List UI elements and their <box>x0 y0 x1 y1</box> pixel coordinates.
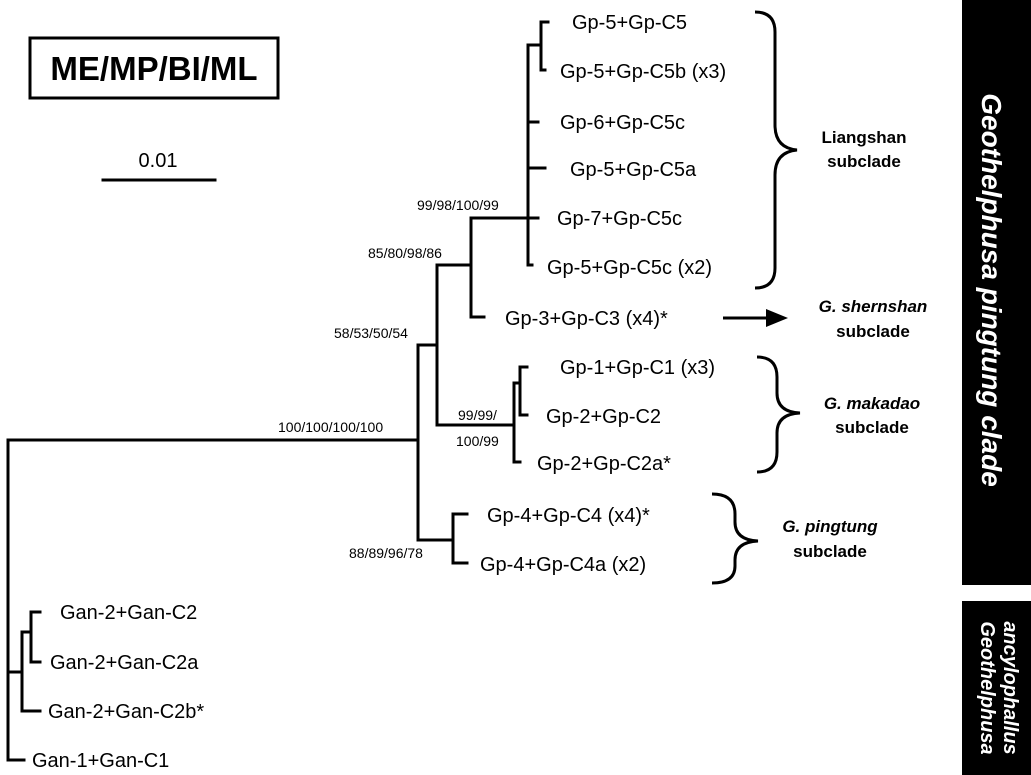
support-value-liangshan-shernshan: 85/80/98/86 <box>368 245 442 261</box>
leaf-label: Gp-5+Gp-C5a <box>570 159 697 181</box>
support-value-inner: 58/53/50/54 <box>334 325 408 341</box>
support-value-liangshan: 99/98/100/99 <box>417 197 499 213</box>
leaf-label: Gan-2+Gan-C2a <box>50 652 199 674</box>
support-value-root: 100/100/100/100 <box>278 419 383 435</box>
leaf-label: Gp-4+Gp-C4 (x4)* <box>487 505 650 527</box>
ancylophallus-bar <box>962 601 1031 775</box>
subclade-shernshan-line1: G. shernshan <box>819 297 928 316</box>
pingtung-clade-bar <box>962 0 1031 585</box>
leaf-label: Gp-6+Gp-C5c <box>560 112 685 134</box>
scale-bar-label: 0.01 <box>139 150 178 172</box>
pingtung-clade-label: Geothelphusa pingtung clade <box>976 93 1007 487</box>
subclade-makadao-line2: subclade <box>835 418 909 437</box>
shernshan-arrow-head <box>766 309 788 327</box>
ancylophallus-label-line2: ancylophallus <box>999 621 1021 754</box>
support-value-makadao-a: 99/99/ <box>458 407 497 423</box>
method-label-box <box>28 36 280 100</box>
leaf-label: Gp-5+Gp-C5 <box>572 12 687 34</box>
method-label: ME/MP/BI/ML <box>50 50 257 87</box>
ancylophallus-label-line1: Geothelphusa <box>976 621 998 754</box>
support-value-makadao-b: 100/99 <box>456 433 499 449</box>
leaf-label: Gp-2+Gp-C2 <box>546 406 661 428</box>
leaf-label: Gp-7+Gp-C5c <box>557 208 682 230</box>
leaf-label: Gan-2+Gan-C2 <box>60 602 197 624</box>
leaf-label: Gp-5+Gp-C5c (x2) <box>547 257 712 279</box>
leaf-label: Gan-1+Gan-C1 <box>32 750 169 772</box>
pingtung-brace <box>711 492 759 585</box>
leaf-label: Gp-2+Gp-C2a* <box>537 453 671 475</box>
subclade-pingtung-line2: subclade <box>793 542 867 561</box>
subclade-liangshan-line1: Liangshan <box>821 128 906 147</box>
leaf-label: Gp-3+Gp-C3 (x4)* <box>505 308 668 330</box>
leaf-label: Gan-2+Gan-C2b* <box>48 701 204 723</box>
liangshan-brace <box>754 10 798 290</box>
leaf-label: Gp-5+Gp-C5b (x3) <box>560 61 726 83</box>
subclade-liangshan-line2: subclade <box>827 152 901 171</box>
leaf-label: Gp-1+Gp-C1 (x3) <box>560 357 715 379</box>
leaf-label: Gp-4+Gp-C4a (x2) <box>480 554 646 576</box>
subclade-shernshan-line2: subclade <box>836 322 910 341</box>
subclade-pingtung-line1: G. pingtung <box>782 517 878 536</box>
makadao-brace <box>756 355 801 474</box>
support-value-pingtung: 88/89/96/78 <box>349 545 423 561</box>
subclade-makadao-line1: G. makadao <box>824 394 920 413</box>
